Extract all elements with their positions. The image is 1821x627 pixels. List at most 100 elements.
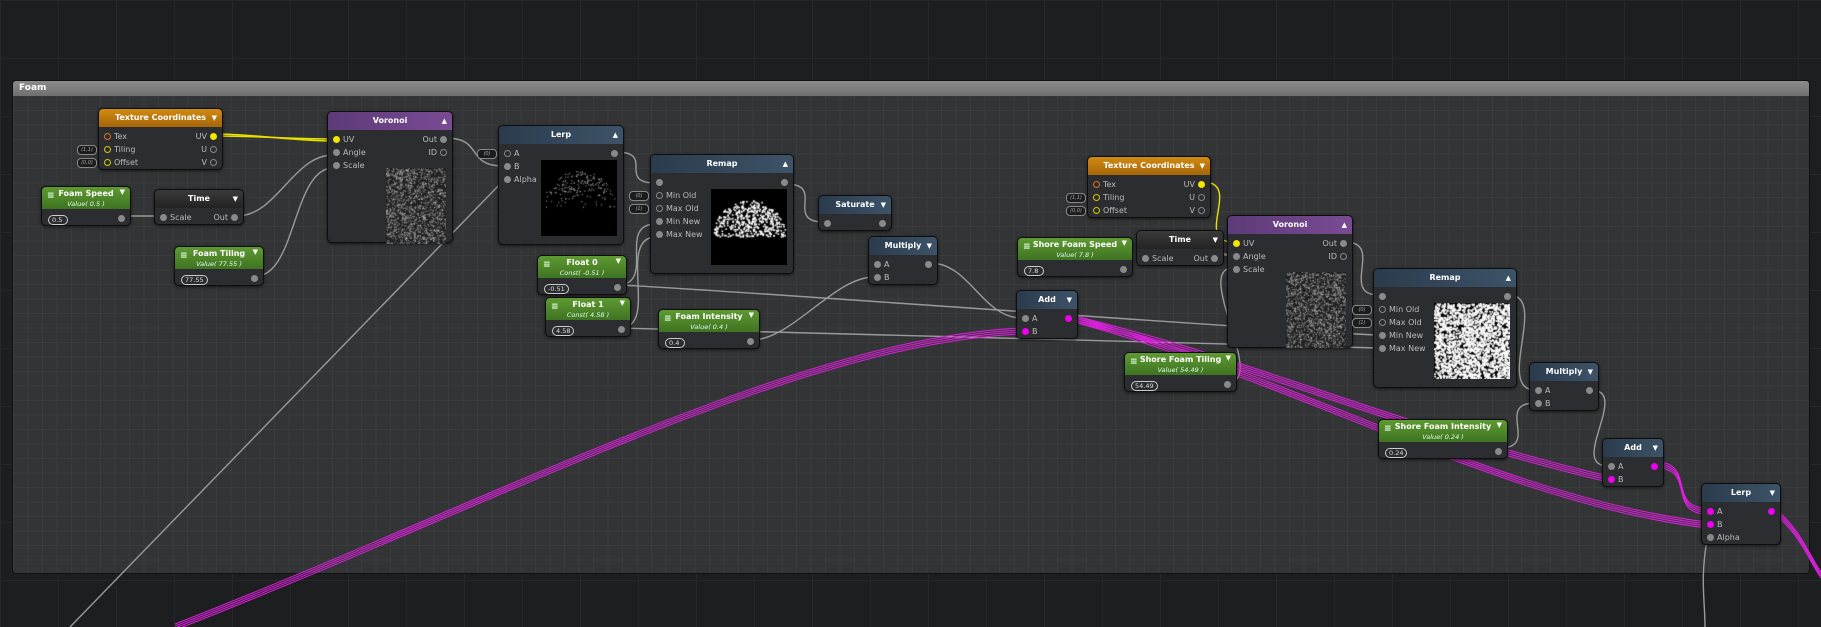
output-pin[interactable] — [1198, 207, 1205, 214]
value-field[interactable]: 0.4 — [665, 338, 685, 348]
node-header[interactable]: Add▼ — [1017, 291, 1077, 309]
value-field[interactable]: 4.58 — [552, 326, 575, 336]
node-header[interactable]: Lerp▼ — [1702, 484, 1780, 502]
menu-icon[interactable]: ≡ — [664, 314, 672, 324]
node-header[interactable]: Add▼ — [1603, 439, 1663, 457]
value-field[interactable]: 7.8 — [1024, 266, 1044, 276]
default-value-field[interactable]: (0,0) — [77, 158, 97, 168]
output-pin[interactable] — [1211, 255, 1218, 262]
expand-triangle-icon[interactable]: ▼ — [1199, 162, 1205, 170]
input-pin[interactable] — [1707, 534, 1714, 541]
expand-triangle-icon[interactable]: ▼ — [232, 195, 238, 203]
input-pin[interactable] — [504, 163, 511, 170]
expand-triangle-icon[interactable]: ▼ — [615, 257, 621, 265]
input-pin[interactable] — [1093, 181, 1100, 188]
input-pin[interactable] — [104, 133, 111, 140]
input-pin[interactable] — [656, 231, 663, 238]
output-pin[interactable] — [210, 159, 217, 166]
output-pin[interactable] — [231, 214, 238, 221]
output-pin[interactable] — [1198, 194, 1205, 201]
input-pin[interactable] — [656, 192, 663, 199]
expand-triangle-icon[interactable]: ▼ — [1225, 354, 1231, 362]
expand-triangle-icon[interactable]: ▼ — [1121, 239, 1127, 247]
default-value-field[interactable]: (1) — [1352, 318, 1372, 328]
menu-icon[interactable]: ≡ — [1023, 242, 1031, 252]
collapse-triangle-icon[interactable]: ▲ — [1341, 221, 1347, 229]
input-pin[interactable] — [1535, 387, 1542, 394]
menu-icon[interactable]: ≡ — [180, 251, 188, 261]
node-header[interactable]: Multiply▼ — [1530, 363, 1598, 381]
menu-icon[interactable]: ≡ — [551, 302, 559, 312]
collapse-triangle-icon[interactable]: ▲ — [1505, 274, 1511, 282]
input-pin[interactable] — [1608, 463, 1615, 470]
output-pin[interactable] — [1340, 240, 1347, 247]
expand-triangle-icon[interactable]: ▼ — [119, 188, 125, 196]
expand-triangle-icon[interactable]: ▼ — [748, 311, 754, 319]
expand-triangle-icon[interactable]: ▼ — [1212, 236, 1218, 244]
input-pin[interactable] — [1707, 521, 1714, 528]
expand-triangle-icon[interactable]: ▼ — [211, 114, 217, 122]
expand-triangle-icon[interactable]: ▼ — [252, 248, 258, 256]
node-header[interactable]: Remap▲ — [1374, 269, 1516, 287]
node-header[interactable]: Lerp▲ — [499, 126, 623, 144]
expand-triangle-icon[interactable]: ▼ — [1496, 421, 1502, 429]
foam-group-frame[interactable]: Foam — [12, 80, 1810, 574]
input-pin[interactable] — [160, 214, 167, 221]
default-value-field[interactable]: (0,0) — [1066, 206, 1086, 216]
value-field[interactable]: 77.55 — [181, 275, 208, 285]
input-pin[interactable] — [104, 146, 111, 153]
output-pin[interactable] — [1504, 293, 1511, 300]
input-pin[interactable] — [1608, 476, 1615, 483]
output-pin[interactable] — [925, 261, 932, 268]
output-pin[interactable] — [251, 275, 258, 282]
menu-icon[interactable]: ≡ — [1384, 424, 1392, 434]
value-field[interactable]: 0.24 — [1385, 448, 1408, 458]
output-pin[interactable] — [440, 136, 447, 143]
input-pin[interactable] — [504, 150, 511, 157]
output-pin[interactable] — [210, 133, 217, 140]
default-value-field[interactable]: (0) — [629, 191, 649, 201]
menu-icon[interactable]: ≡ — [47, 191, 55, 201]
default-value-field[interactable]: (1,1) — [1066, 193, 1086, 203]
input-pin[interactable] — [504, 176, 511, 183]
input-pin[interactable] — [104, 159, 111, 166]
input-pin[interactable] — [656, 205, 663, 212]
node-header[interactable]: Texture Coordinates▼ — [99, 109, 222, 127]
output-pin[interactable] — [440, 149, 447, 156]
output-pin[interactable] — [614, 284, 621, 291]
collapse-triangle-icon[interactable]: ▲ — [612, 131, 618, 139]
menu-icon[interactable]: ≡ — [1130, 357, 1138, 367]
input-pin[interactable] — [333, 149, 340, 156]
output-pin[interactable] — [1495, 448, 1502, 455]
node-saturate[interactable]: Saturate▼ — [818, 195, 892, 231]
node-header[interactable]: Multiply▼ — [869, 237, 937, 255]
value-field[interactable]: 0.5 — [48, 215, 68, 225]
input-pin[interactable] — [1535, 400, 1542, 407]
node-header[interactable]: Time▼ — [155, 190, 243, 208]
node-header[interactable]: Saturate▼ — [819, 196, 891, 214]
group-title[interactable]: Foam — [13, 81, 1809, 96]
output-pin[interactable] — [1768, 508, 1775, 515]
output-pin[interactable] — [1586, 387, 1593, 394]
default-value-field[interactable]: (1) — [629, 204, 649, 214]
